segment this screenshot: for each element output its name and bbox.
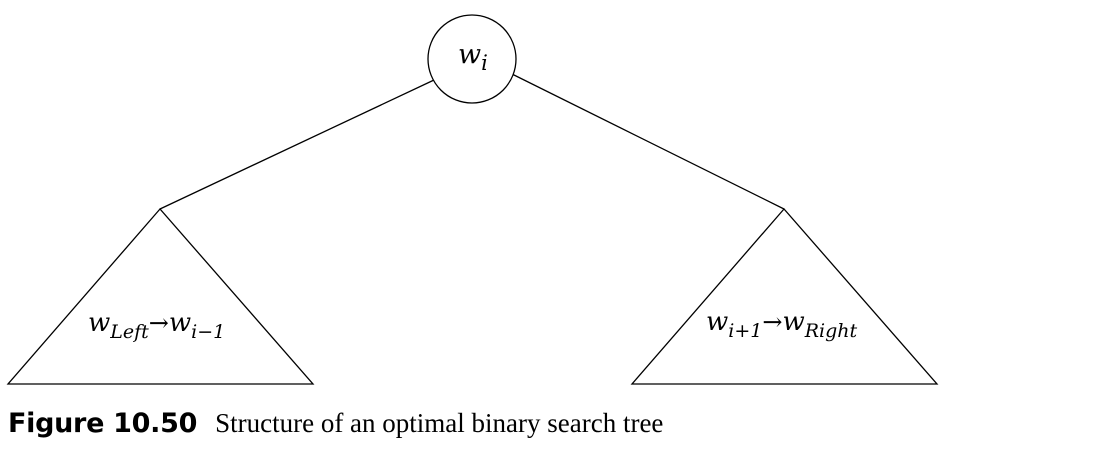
left-subtree-triangle <box>6 208 315 385</box>
left-to-var: w <box>169 308 191 338</box>
left-subtree: wLeft→wi−1 <box>6 208 315 385</box>
left-subtree-label: wLeft→wi−1 <box>88 308 225 343</box>
right-subtree-label: wi+1→wRight <box>706 307 858 342</box>
root-label: wi <box>458 39 488 75</box>
left-from-var: w <box>88 308 110 338</box>
optimal-bst-diagram: wi wLeft→wi−1 wi+1→wRight <box>6 14 939 385</box>
root-node-circle <box>427 14 517 104</box>
right-from-var: w <box>706 307 728 337</box>
root-label-var: w <box>458 39 481 70</box>
edge-root-to-right-subtree <box>511 73 785 210</box>
left-to-subscript: i−1 <box>191 321 225 343</box>
right-arrow: → <box>762 308 782 336</box>
right-to-subscript: Right <box>804 320 858 342</box>
root-node: wi <box>427 14 517 104</box>
figure-number: Figure 10.50 <box>8 408 198 439</box>
root-label-subscript: i <box>481 51 488 75</box>
right-subtree: wi+1→wRight <box>630 208 939 385</box>
edge-root-to-left-subtree <box>159 79 435 210</box>
right-subtree-triangle <box>630 208 939 385</box>
figure-caption: Figure 10.50 Structure of an optimal bina… <box>8 408 663 448</box>
figure-caption-text: Structure of an optimal binary search tr… <box>215 408 664 438</box>
right-from-subscript: i+1 <box>728 320 762 342</box>
left-arrow: → <box>149 309 169 337</box>
left-from-subscript: Left <box>109 321 149 343</box>
right-to-var: w <box>782 307 804 337</box>
